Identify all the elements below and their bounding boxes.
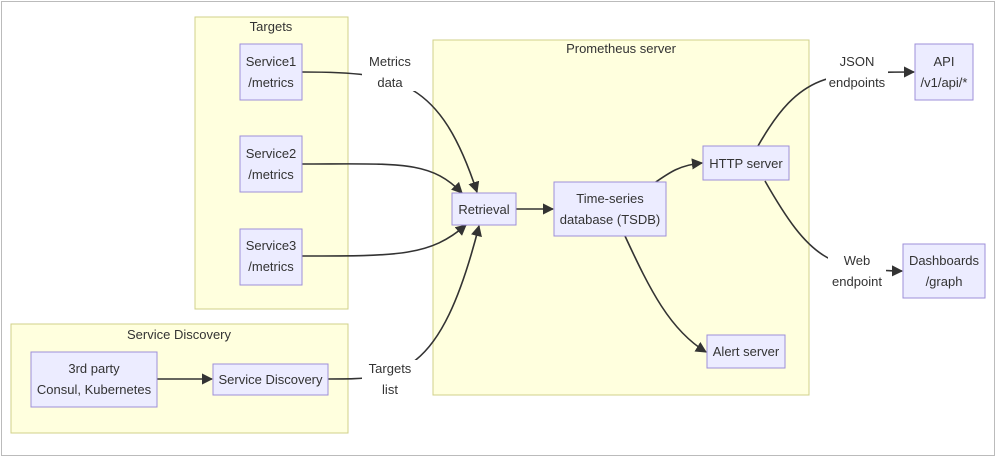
node-service2[interactable]: Service2 /metrics [239,135,303,193]
svg-text:3rd party: 3rd party [68,361,120,376]
edge-label-metrics-data: Metrics data [362,53,418,91]
svg-text:Web: Web [844,253,871,268]
svg-text:/metrics: /metrics [248,259,294,274]
svg-text:Time-series: Time-series [576,191,644,206]
svg-text:Consul, Kubernetes: Consul, Kubernetes [37,382,152,397]
svg-text:Alert server: Alert server [713,344,780,359]
edge-service2-retrieval [301,163,463,194]
edge-tsdb-alert [624,235,707,353]
svg-text:Dashboards: Dashboards [909,253,980,268]
svg-text:Metrics: Metrics [369,54,411,69]
node-retrieval[interactable]: Retrieval [451,192,517,226]
cluster-service-discovery-title: Service Discovery [127,327,232,342]
svg-text:HTTP server: HTTP server [709,156,783,171]
node-service-discovery[interactable]: Service Discovery [212,363,329,396]
node-service3[interactable]: Service3 /metrics [239,228,303,286]
edge-label-targets-list: Targets list [362,360,418,398]
cluster-targets-title: Targets [250,19,293,34]
node-alert-server[interactable]: Alert server [706,334,786,369]
edge-servicediscovery-retrieval [327,224,482,380]
edge-tsdb-http [652,158,704,185]
svg-text:data: data [377,75,403,90]
svg-text:/metrics: /metrics [248,75,294,90]
node-http-server[interactable]: HTTP server [702,145,790,181]
svg-text:endpoint: endpoint [832,274,882,289]
svg-text:Service Discovery: Service Discovery [218,372,323,387]
node-tsdb[interactable]: Time-series database (TSDB) [553,181,667,237]
svg-text:Retrieval: Retrieval [458,202,509,217]
svg-text:API: API [934,54,955,69]
node-third-party[interactable]: 3rd party Consul, Kubernetes [30,351,158,408]
svg-text:list: list [382,382,398,397]
edge-label-web-endpoint: Web endpoint [828,252,886,290]
cluster-prometheus-server-title: Prometheus server [566,41,676,56]
svg-text:Service3: Service3 [246,238,297,253]
edge-label-json-endpoints: JSON endpoints [826,53,888,91]
node-service1[interactable]: Service1 /metrics [239,43,303,101]
edge-service3-retrieval [301,224,467,257]
svg-text:Service1: Service1 [246,54,297,69]
svg-text:Service2: Service2 [246,146,297,161]
svg-text:/metrics: /metrics [248,167,294,182]
svg-text:JSON: JSON [840,54,875,69]
svg-text:endpoints: endpoints [829,75,886,90]
svg-text:database (TSDB): database (TSDB) [560,212,660,227]
node-api[interactable]: API /v1/api/* [914,43,974,101]
svg-text:/graph: /graph [926,274,963,289]
svg-text:/v1/api/*: /v1/api/* [921,75,968,90]
node-dashboards[interactable]: Dashboards /graph [902,243,986,299]
svg-text:Targets: Targets [369,361,412,376]
